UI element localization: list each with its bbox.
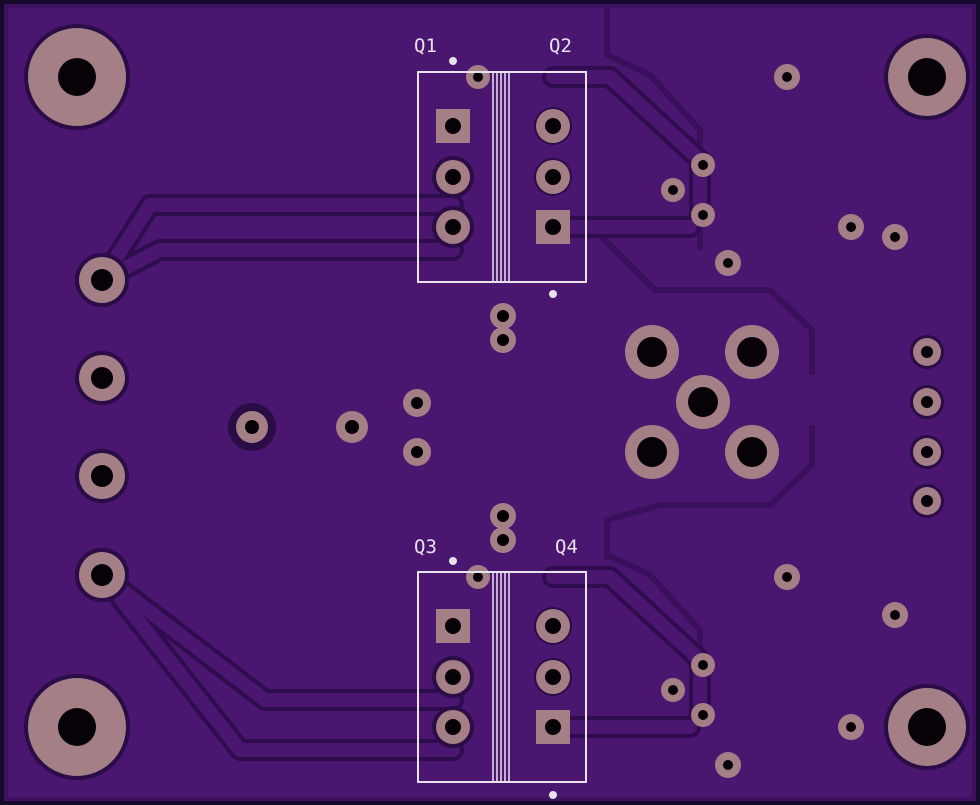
q1-pin-3 <box>432 206 474 248</box>
header-pad <box>910 335 944 369</box>
q2-pin1-marker <box>549 290 557 298</box>
transistor-q3-q4: Q3 Q4 <box>414 536 587 799</box>
q-heatsink-lines <box>492 72 510 282</box>
via <box>691 703 715 727</box>
via <box>882 602 908 628</box>
traces <box>95 70 707 757</box>
via <box>691 153 715 177</box>
q2-pin-3 <box>534 107 572 145</box>
large-pad <box>676 375 730 429</box>
q3-pin-1 <box>436 609 470 643</box>
via <box>661 178 685 202</box>
connector-pad <box>75 253 129 307</box>
via <box>838 714 864 740</box>
pad <box>403 389 431 417</box>
mounting-hole-top-left <box>24 24 130 130</box>
header-pad <box>910 484 944 518</box>
pad <box>490 503 516 529</box>
pad <box>490 527 516 553</box>
via <box>661 678 685 702</box>
pad <box>490 303 516 329</box>
pad <box>336 411 368 443</box>
q1-pin-2 <box>432 156 474 198</box>
pad <box>228 403 276 451</box>
connector-pad <box>75 548 129 602</box>
header-pad <box>910 435 944 469</box>
large-pad <box>625 325 679 379</box>
large-pad <box>725 325 779 379</box>
middle-pads <box>228 303 516 553</box>
q2-label: Q2 <box>549 35 572 57</box>
mounting-hole-bottom-right <box>884 684 970 770</box>
pad <box>490 327 516 353</box>
q3-pin-3 <box>432 706 474 748</box>
q1-pin-1 <box>436 109 470 143</box>
q3-silkscreen-outline <box>417 571 587 783</box>
mounting-hole-bottom-left <box>24 674 130 780</box>
transistor-q1-q2: Q1 Q2 <box>414 35 587 298</box>
q3-label: Q3 <box>414 536 437 558</box>
mounting-holes <box>24 24 970 780</box>
large-pad <box>725 425 779 479</box>
q-heatsink-lines <box>492 572 510 782</box>
q3-pin-2 <box>432 656 474 698</box>
copper-pour <box>8 8 972 797</box>
via <box>691 203 715 227</box>
q4-pin-2 <box>534 658 572 696</box>
q1-pin1-marker <box>449 57 457 65</box>
via <box>715 250 741 276</box>
pad <box>403 438 431 466</box>
via <box>691 653 715 677</box>
header-pad <box>910 385 944 419</box>
right-header <box>910 335 944 518</box>
q3-pin1-marker <box>449 557 457 565</box>
via <box>466 65 490 89</box>
vias <box>466 64 908 778</box>
via <box>466 565 490 589</box>
via <box>715 752 741 778</box>
connector-pad <box>75 449 129 503</box>
q4-pin-1 <box>536 710 570 744</box>
q1-silkscreen-outline <box>417 71 587 283</box>
mounting-hole-top-right <box>884 34 970 120</box>
via <box>774 564 800 590</box>
large-pad <box>625 425 679 479</box>
q4-pin-3 <box>534 607 572 645</box>
q2-pin-2 <box>534 158 572 196</box>
connector-pad <box>75 351 129 405</box>
q4-pin1-marker <box>549 791 557 799</box>
q2-pin-1 <box>536 210 570 244</box>
q1-label: Q1 <box>414 35 437 57</box>
left-connector <box>75 253 129 602</box>
via <box>882 224 908 250</box>
via <box>838 214 864 240</box>
power-jack-pads <box>625 325 779 479</box>
via <box>774 64 800 90</box>
q4-label: Q4 <box>555 536 578 558</box>
